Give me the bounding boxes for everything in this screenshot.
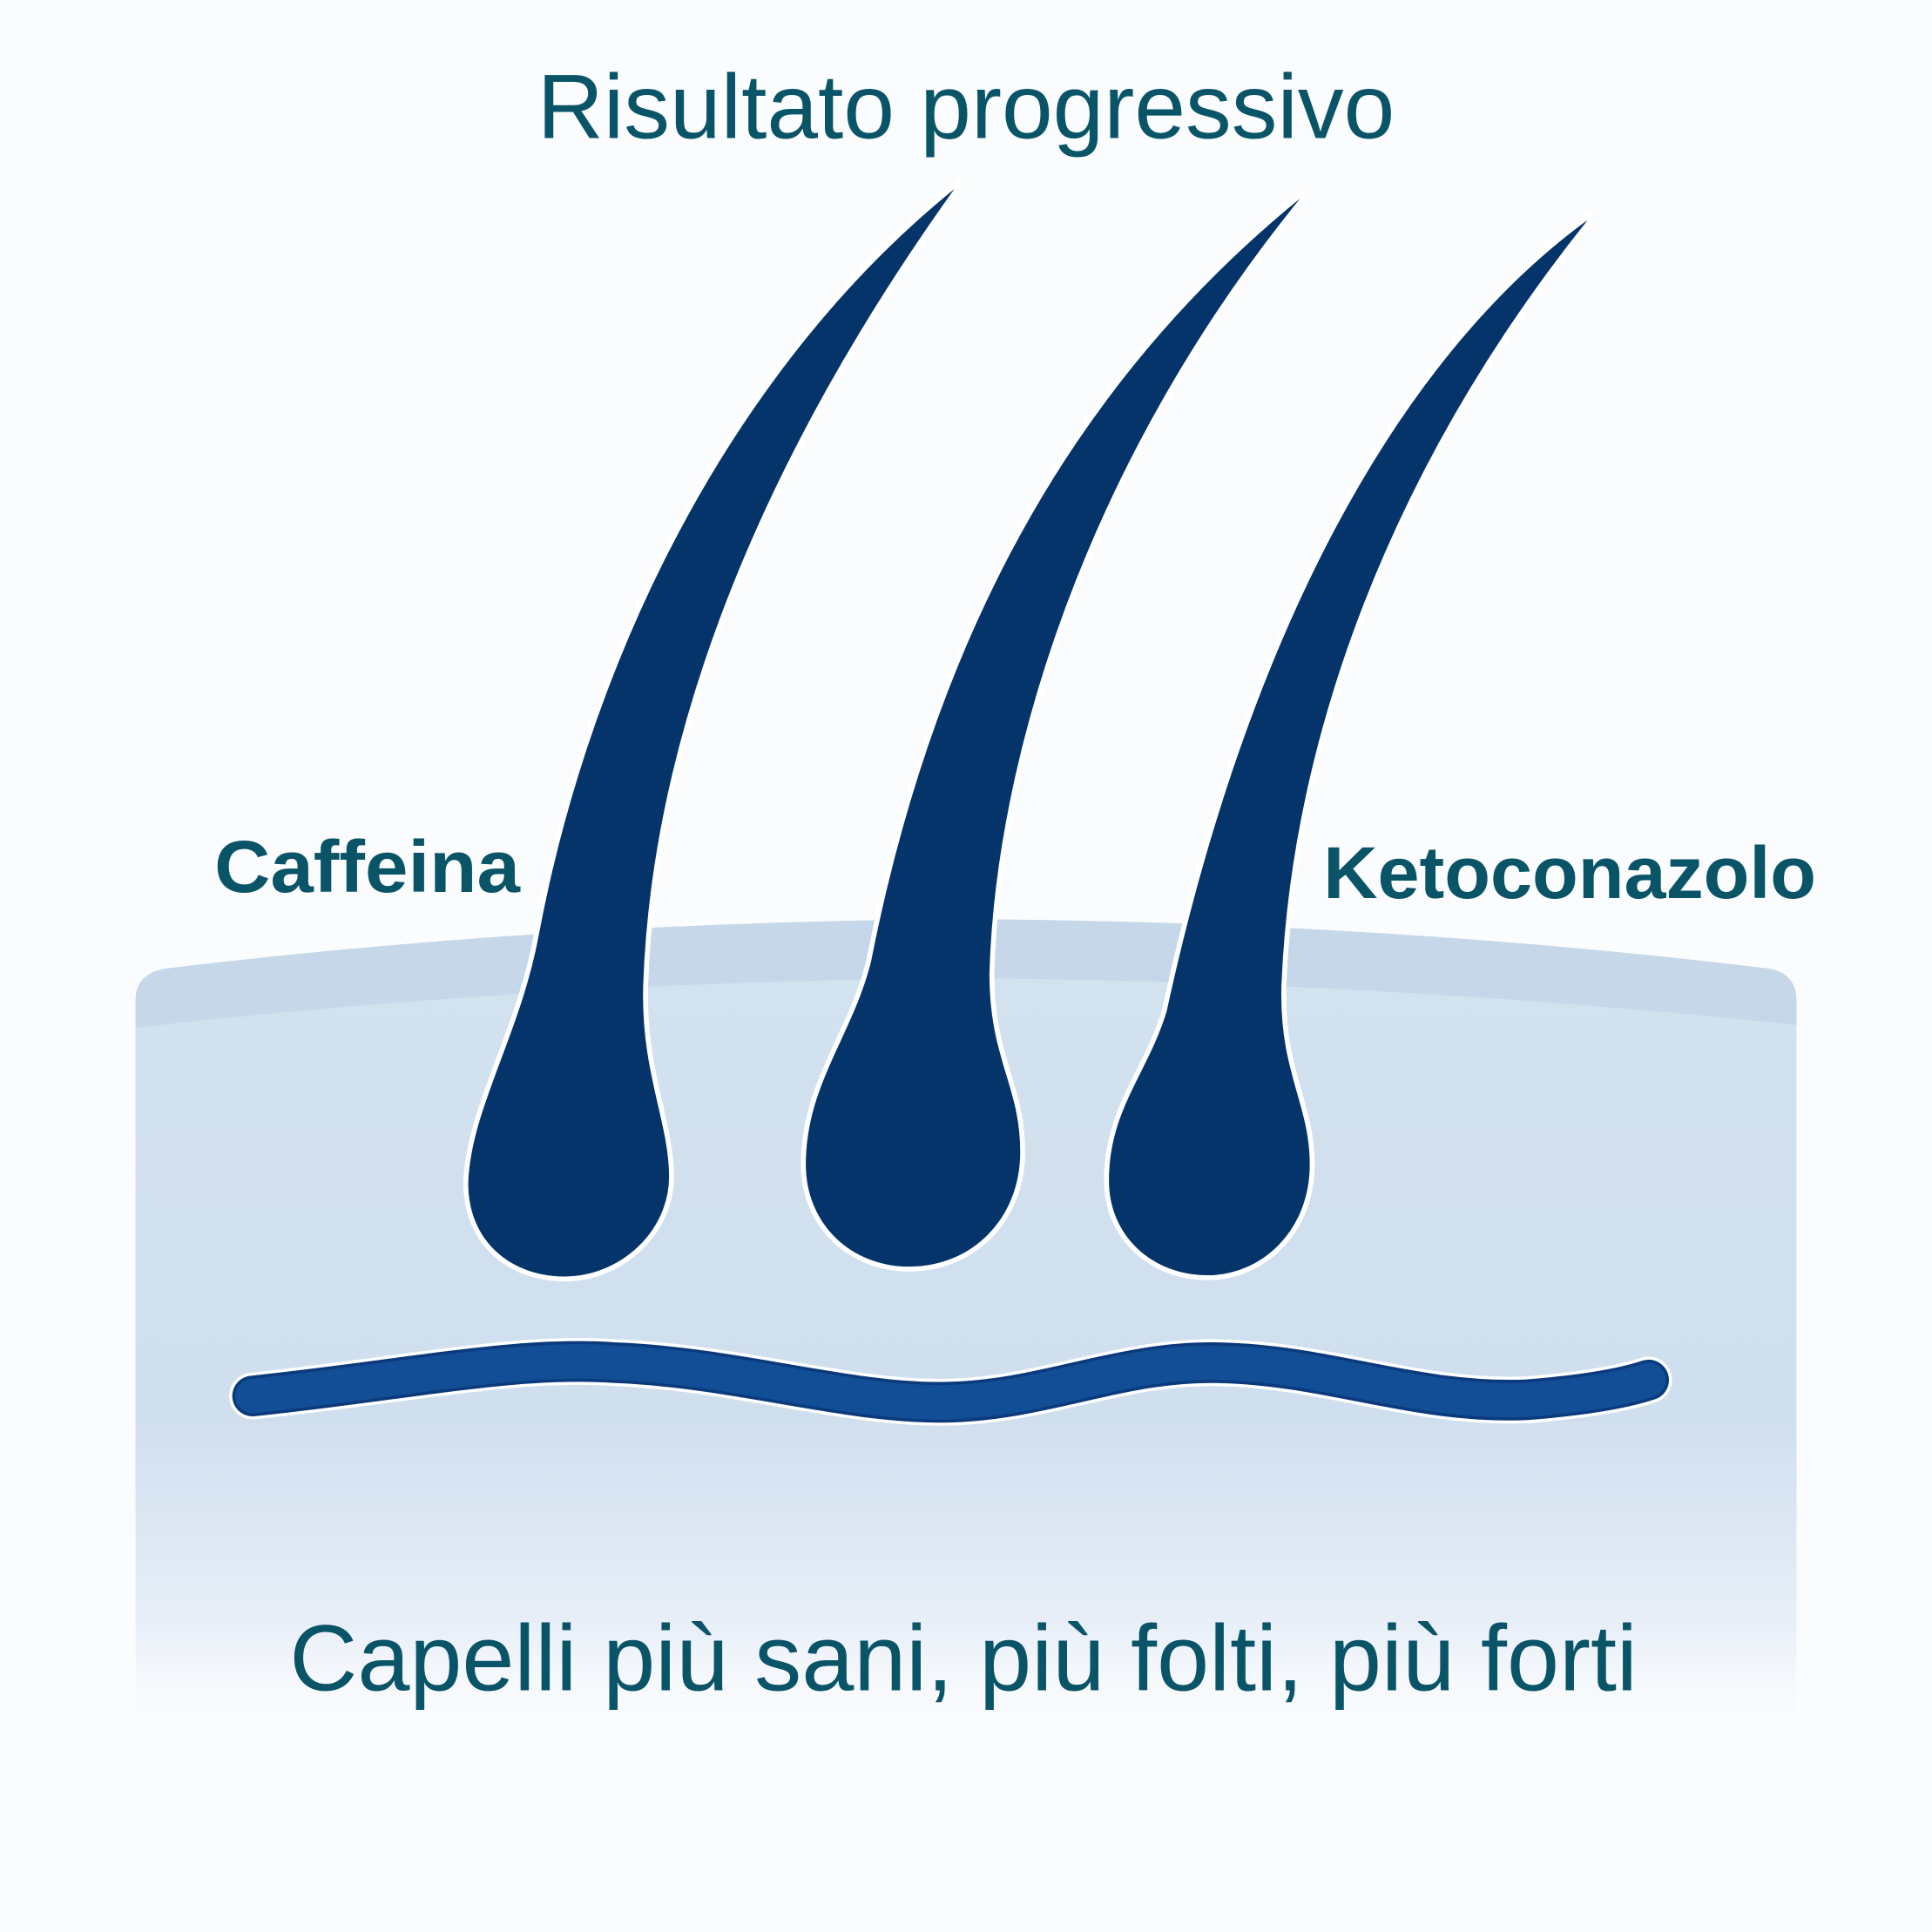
diagram-title: Risultato progressivo <box>537 56 1395 158</box>
label-caffeina: Caffeina <box>214 825 521 908</box>
caption: Capelli più sani, più folti, più forti <box>289 1606 1638 1711</box>
blood-vessel <box>229 1338 1672 1426</box>
hair-follicle-middle <box>800 188 1305 1272</box>
hair-follicle-right <box>1104 211 1592 1280</box>
hair-follicle-left <box>463 177 962 1282</box>
label-ketoconazolo: Ketoconazolo <box>1323 831 1816 914</box>
